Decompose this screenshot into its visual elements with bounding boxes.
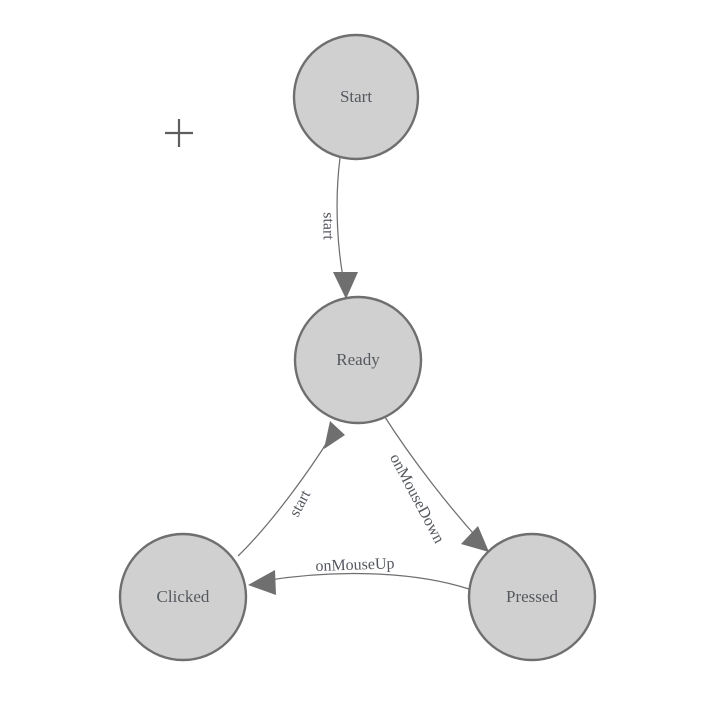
state-node-start[interactable]: Start (292, 33, 420, 161)
edge-path (262, 572, 470, 590)
arrowhead-icon (248, 570, 276, 595)
node-label: Start (340, 87, 372, 106)
plus-marker-icon (165, 119, 193, 147)
edge-path (237, 435, 332, 557)
node-shape (118, 532, 248, 662)
node-label: Ready (336, 350, 380, 369)
arrowhead-icon (333, 272, 358, 299)
node-label: Pressed (506, 587, 558, 606)
arrowhead-icon (461, 526, 489, 552)
edge-pressed-to-clicked[interactable] (248, 570, 470, 595)
edge-ready-to-pressed[interactable] (382, 413, 489, 552)
edge-start-to-ready[interactable] (333, 157, 358, 299)
edge-clicked-to-ready[interactable] (237, 421, 345, 557)
edge-label-clicked-to-ready: start (286, 487, 314, 520)
edge-path (336, 157, 346, 288)
node-shape (293, 295, 423, 425)
node-label: Clicked (157, 587, 210, 606)
state-node-ready[interactable]: Ready (293, 295, 423, 425)
edge-label-start-to-ready: start (319, 212, 336, 240)
node-shape (467, 532, 597, 662)
node-shape (292, 33, 420, 161)
edge-path (382, 413, 481, 542)
arrowhead-icon (324, 421, 345, 449)
edge-label-ready-to-pressed: onMouseDown (386, 451, 447, 546)
edge-label-pressed-to-clicked: onMouseUp (315, 555, 395, 575)
state-node-clicked[interactable]: Clicked (118, 532, 248, 662)
state-node-pressed[interactable]: Pressed (467, 532, 597, 662)
